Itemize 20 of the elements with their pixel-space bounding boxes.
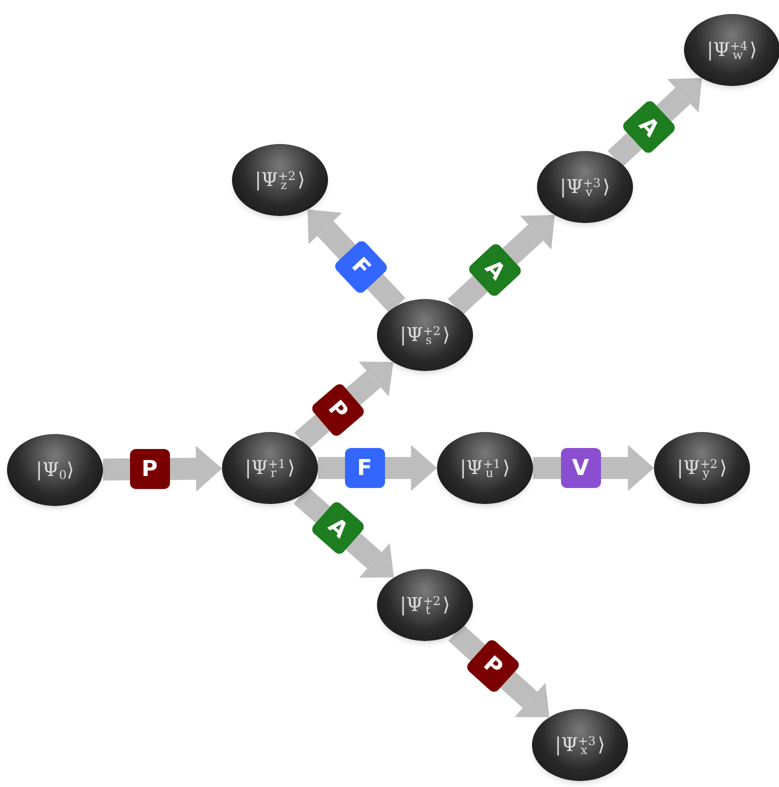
- state-label: |Ψ$^{+2}$$_{z}$⟩: [254, 168, 306, 194]
- state-label: |Ψ$^{+2}$$_{y}$⟩: [676, 456, 728, 482]
- state-label: |Ψ$^{+3}$$_{x}$⟩: [554, 732, 606, 759]
- state-label: |Ψ$^{+1}$$_{u}$⟩: [460, 456, 510, 482]
- state-label: |Ψ$^{+3}$$_{v}$⟩: [560, 174, 610, 201]
- state-label: |Ψ$^{+1}$$_{r}$⟩: [244, 456, 296, 482]
- arrow: [448, 214, 555, 316]
- state-label: |Ψ$^{+2}$$_{s}$⟩: [400, 322, 450, 349]
- arrow: [294, 487, 394, 578]
- arrow: [448, 624, 550, 718]
- arrow: [608, 78, 702, 167]
- edge-label: V: [560, 448, 600, 488]
- edge-label: F: [344, 448, 384, 488]
- edge-label: P: [130, 449, 170, 490]
- arrow: [294, 362, 394, 450]
- arrow: [308, 209, 406, 314]
- state-label: |Ψ$^{+4}$$_{w}$⟩: [706, 38, 758, 64]
- state-ellipse: [377, 299, 473, 371]
- state-label: |Ψ$^{+2}$$_{t}$⟩: [400, 592, 450, 619]
- state-label: |Ψ$_{0}$⟩: [36, 458, 74, 484]
